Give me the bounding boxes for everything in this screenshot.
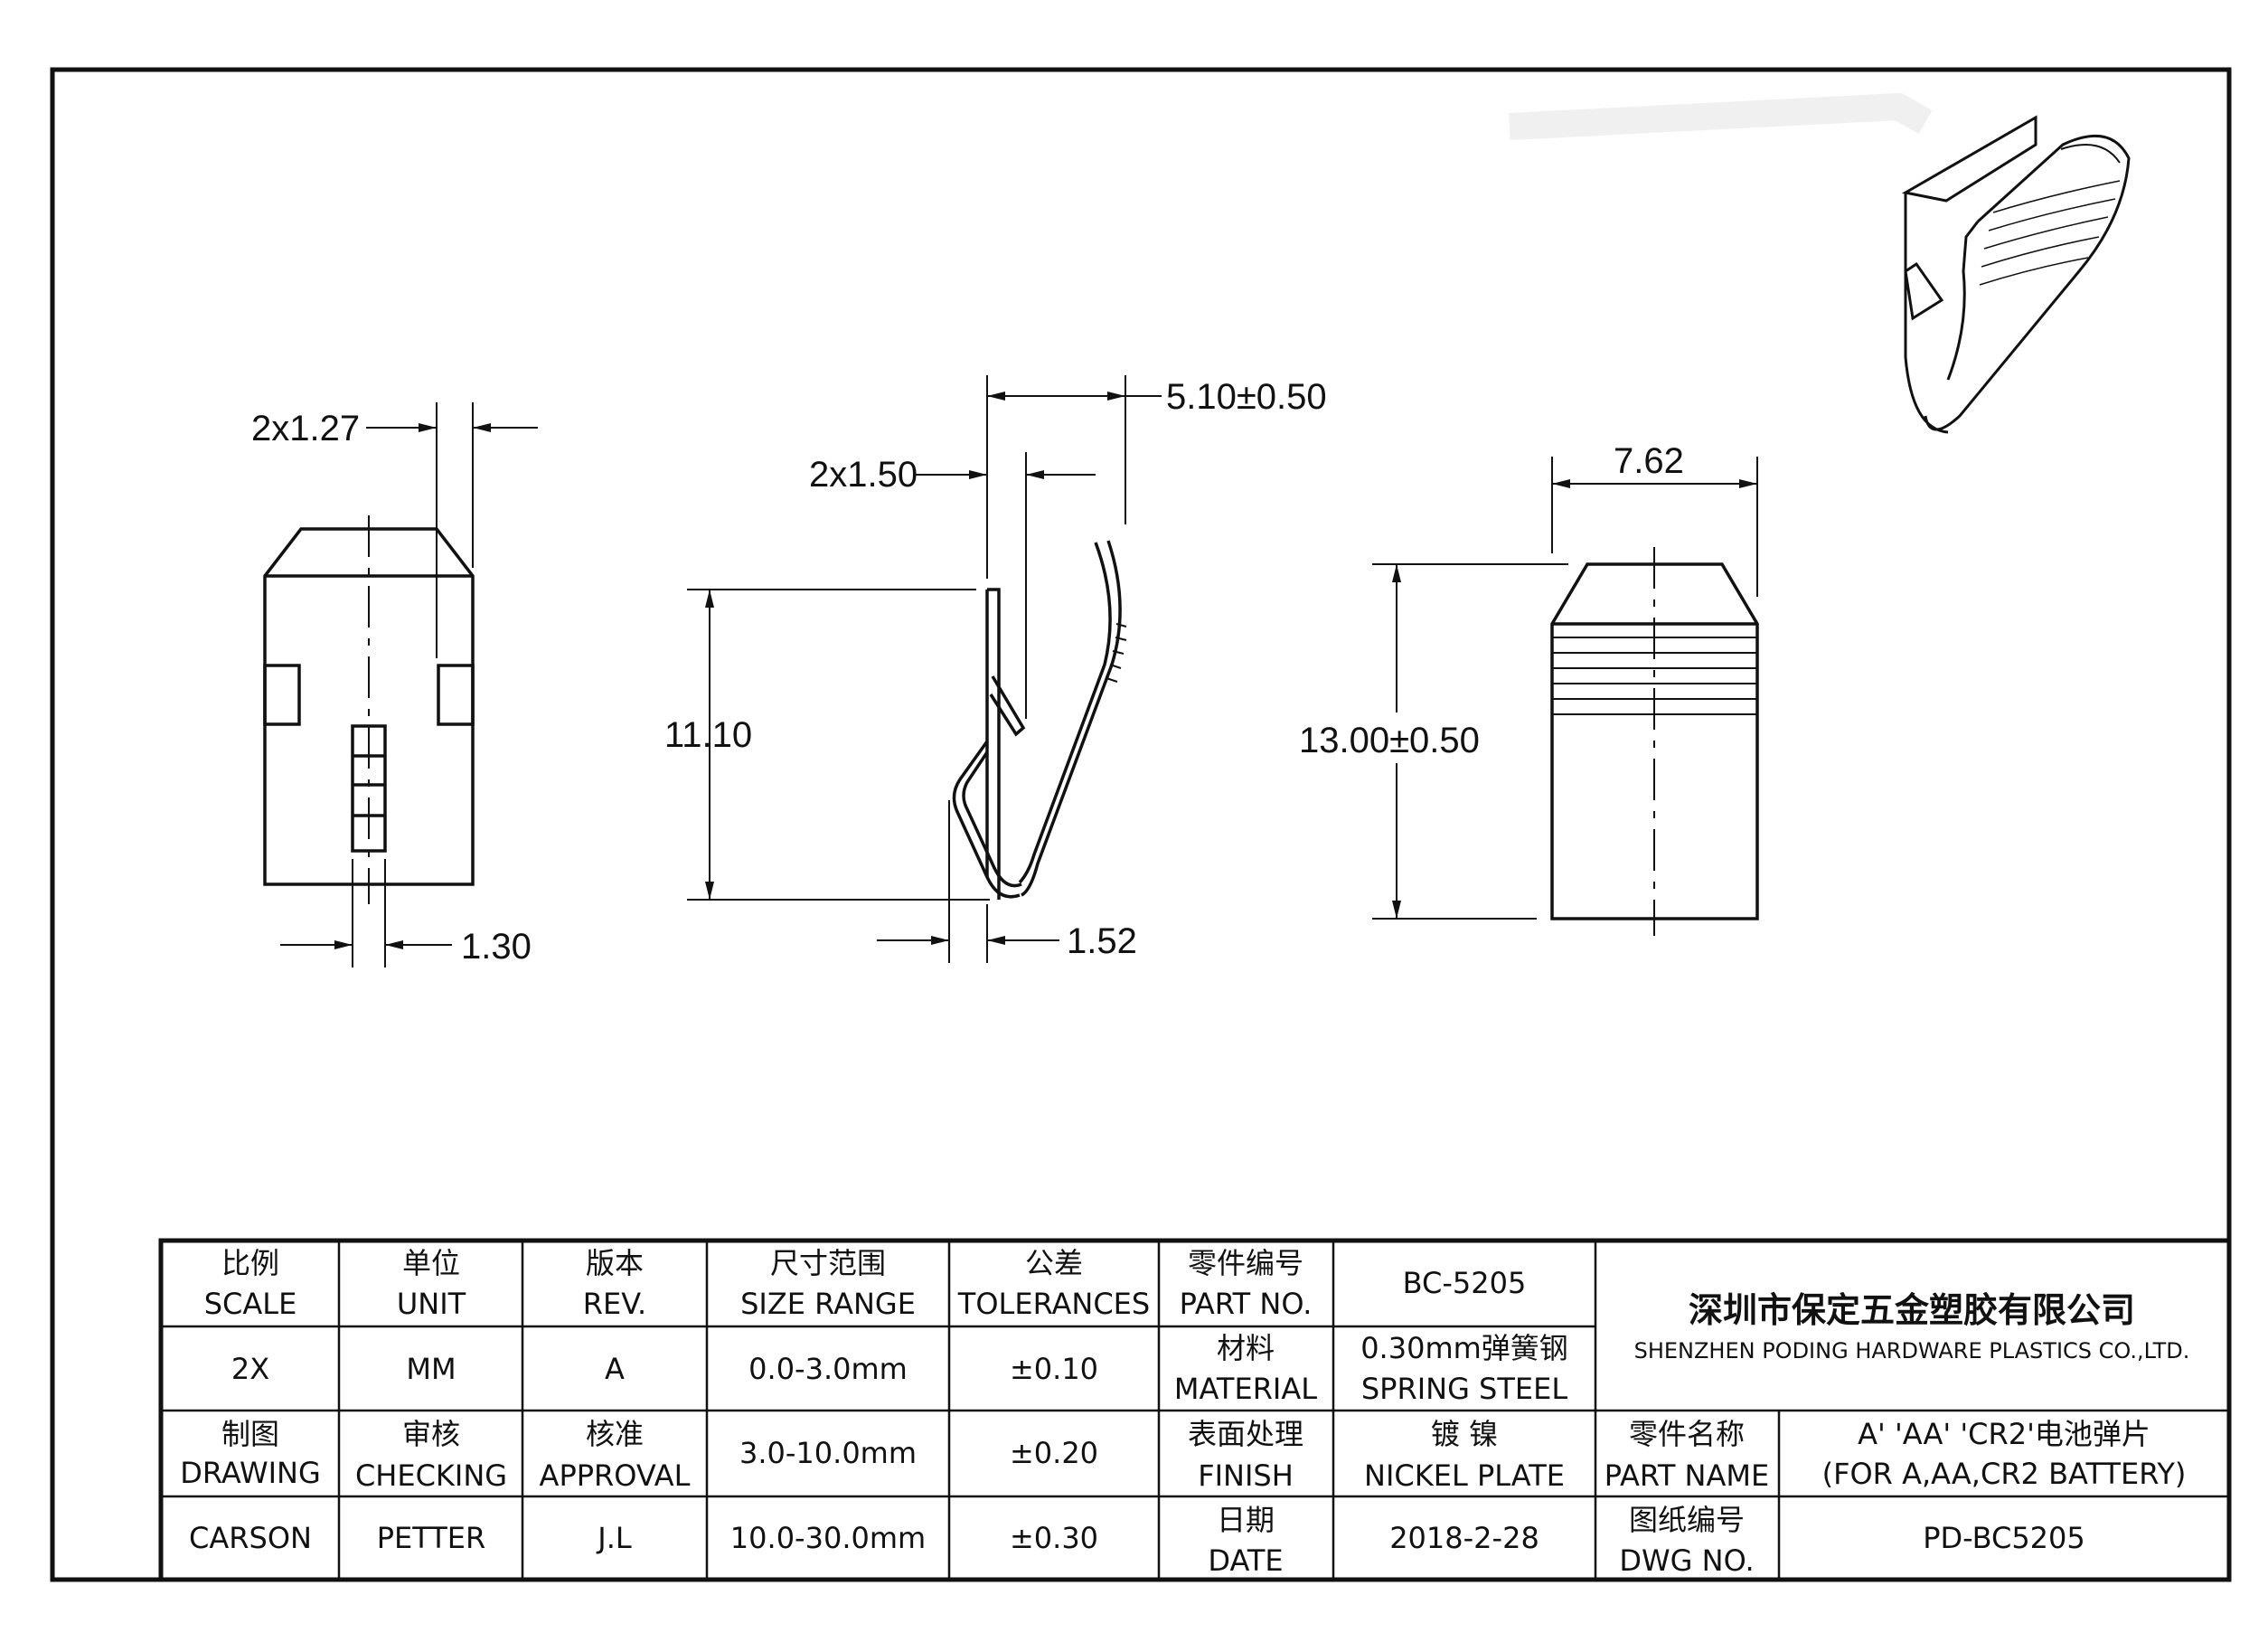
part-name-value-en: (FOR A,AA,CR2 BATTERY) [1822, 1457, 2187, 1491]
tolerance-2: ±0.20 [1010, 1436, 1098, 1470]
checking-label-cn: 审核 [402, 1417, 460, 1451]
size-range-label-en: SIZE RANGE [740, 1287, 916, 1321]
company-name-cn: 深圳市保定五金塑胶有限公司 [1689, 1290, 2135, 1330]
dwg-no-label-cn: 图纸编号 [1629, 1503, 1745, 1537]
tolerances-label-cn: 公差 [1025, 1246, 1083, 1280]
dim-front-width: 7.62 [1614, 441, 1684, 481]
date-value: 2018-2-28 [1389, 1521, 1539, 1555]
dim-tab-width: 1.30 [461, 927, 532, 967]
dwg-no-label-en: DWG NO. [1619, 1543, 1754, 1578]
part-name-label-cn: 零件名称 [1629, 1417, 1745, 1451]
title-block [158, 1238, 2232, 1582]
drawing-label-cn: 制图 [221, 1417, 279, 1451]
dwg-no-value: PD-BC5205 [1923, 1521, 2085, 1555]
tolerance-3: ±0.30 [1010, 1521, 1098, 1555]
date-label-en: DATE [1208, 1543, 1283, 1578]
rev-label-cn: 版本 [586, 1246, 644, 1280]
approval-value: J.L [596, 1521, 632, 1555]
size-range-2: 3.0-10.0mm [739, 1436, 917, 1470]
finish-label-cn: 表面处理 [1188, 1417, 1303, 1451]
dim-depth: 5.10±0.50 [1166, 377, 1327, 417]
rear-view [1372, 457, 1759, 936]
material-value-cn: 0.30mm弹簧钢 [1360, 1331, 1568, 1365]
dim-slot-width: 2x1.27 [251, 409, 360, 448]
dim-side-height: 11.10 [664, 715, 752, 755]
unit-value: MM [406, 1352, 456, 1386]
scale-label-cn: 比例 [221, 1246, 279, 1280]
dim-base-width: 1.52 [1067, 921, 1137, 961]
tolerances-label-en: TOLERANCES [957, 1287, 1150, 1321]
scale-label-en: SCALE [204, 1287, 297, 1321]
size-range-3: 10.0-30.0mm [730, 1521, 926, 1555]
tolerance-1: ±0.10 [1010, 1352, 1098, 1386]
front-view [263, 402, 538, 967]
drawing-value: CARSON [189, 1521, 312, 1555]
date-label-cn: 日期 [1217, 1503, 1275, 1537]
dim-tongue-offset: 2x1.50 [809, 455, 918, 495]
finish-label-en: FINISH [1198, 1458, 1294, 1493]
side-view [687, 375, 1162, 963]
dim-front-height: 13.00±0.50 [1299, 721, 1480, 760]
material-label-en: MATERIAL [1174, 1372, 1317, 1406]
size-range-label-cn: 尺寸范围 [770, 1246, 886, 1280]
rev-value: A [605, 1352, 625, 1386]
checking-label-en: CHECKING [355, 1458, 507, 1493]
material-value-en: SPRING STEEL [1361, 1372, 1567, 1406]
drawing-label-en: DRAWING [180, 1456, 321, 1490]
unit-label-en: UNIT [397, 1287, 466, 1321]
company-name-en: SHENZHEN PODING HARDWARE PLASTICS CO.,LT… [1634, 1338, 2190, 1364]
approval-label-cn: 核准 [586, 1417, 644, 1451]
size-range-1: 0.0-3.0mm [748, 1352, 908, 1386]
checking-value: PETTER [377, 1521, 486, 1555]
approval-label-en: APPROVAL [540, 1458, 691, 1493]
part-no-value: BC-5205 [1403, 1266, 1527, 1300]
finish-value-cn: 镀 镍 [1431, 1417, 1498, 1451]
part-no-label-cn: 零件编号 [1188, 1246, 1303, 1280]
unit-label-cn: 单位 [402, 1246, 460, 1280]
material-label-cn: 材料 [1217, 1331, 1275, 1365]
isometric-view [1509, 92, 2131, 434]
finish-value-en: NICKEL PLATE [1364, 1458, 1565, 1493]
dim-label-mask [1294, 712, 1502, 763]
rev-label-en: REV. [583, 1287, 646, 1321]
part-name-value-cn: A' 'AA' 'CR2'电池弹片 [1858, 1417, 2150, 1451]
part-no-label-en: PART NO. [1180, 1287, 1313, 1321]
scale-value: 2X [231, 1352, 269, 1386]
part-name-label-en: PART NAME [1605, 1458, 1769, 1493]
